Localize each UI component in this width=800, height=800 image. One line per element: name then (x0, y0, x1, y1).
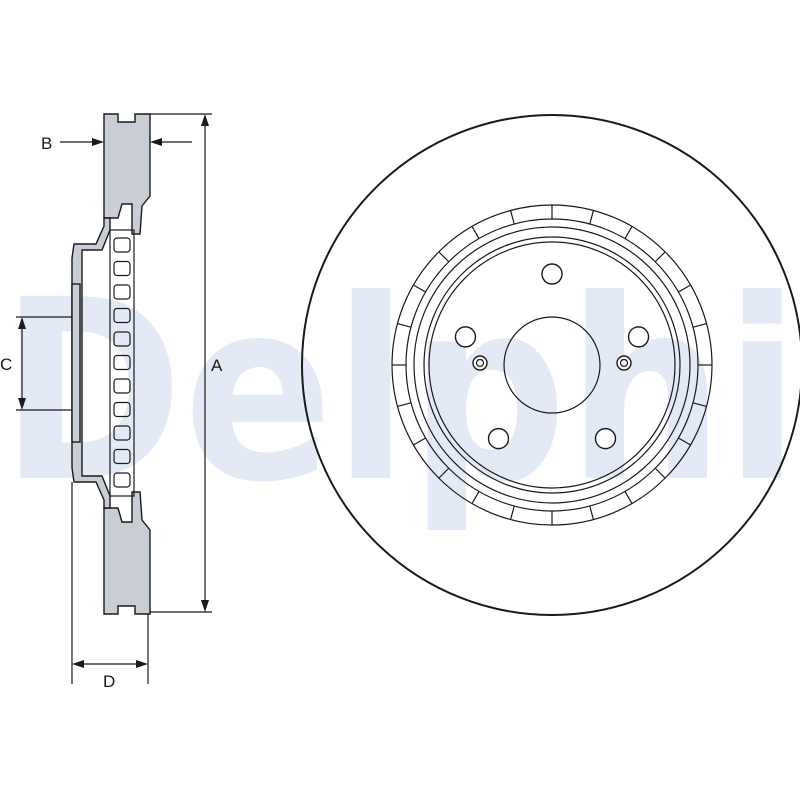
locating-holes (472, 355, 632, 371)
vent-slot (654, 467, 666, 479)
vent-slot (589, 210, 594, 225)
vent-slot (438, 467, 450, 479)
cooling-channel (113, 425, 131, 441)
vent-slot (678, 284, 691, 293)
vent-slot (624, 491, 633, 504)
hat-inner-edge (423, 236, 681, 494)
dim-c-label: C (0, 355, 12, 374)
dim-c-arrow-bottom (18, 398, 26, 410)
cooling-channel (113, 237, 131, 253)
dim-a-arrow-top (201, 114, 209, 126)
cooling-channel (113, 401, 131, 418)
dim-a-arrow-bottom (201, 600, 209, 612)
disc-outer-edge (301, 114, 800, 616)
mounting-face (71, 283, 81, 443)
vent-slot (624, 226, 633, 239)
bolt-hole (487, 427, 510, 450)
cooling-channel (113, 472, 131, 488)
dim-d-arrow-left (72, 660, 84, 668)
dim-d-label: D (103, 672, 115, 691)
dim-a-label: A (211, 356, 223, 375)
locating-hole (472, 355, 488, 371)
dim-c-arrow-top (18, 317, 26, 329)
bolt-hole (541, 263, 563, 285)
vent-slot (589, 505, 594, 520)
dim-d-arrow-right (136, 660, 148, 668)
vent-slots (392, 205, 712, 525)
vent-slot (678, 437, 691, 446)
cooling-channel (113, 331, 131, 347)
cooling-channel (113, 378, 131, 394)
section-view: A B C D (0, 113, 223, 691)
bolt-hole (627, 326, 650, 348)
vent-slot (397, 402, 412, 407)
vent-slot (413, 284, 426, 293)
vent-slot (510, 505, 515, 520)
hat-outer-edge (413, 226, 691, 504)
vent-slot (438, 251, 450, 263)
dim-b-arrow-right (150, 138, 162, 146)
vent-slot (692, 402, 707, 407)
vent-slot (692, 323, 707, 328)
watermark-logo: Delphi (0, 246, 800, 537)
vent-slot (510, 210, 515, 225)
vent-web (109, 229, 135, 497)
dim-b-arrow-left (92, 138, 104, 146)
cooling-channel (113, 307, 131, 324)
cooling-channel (113, 448, 131, 465)
bolt-hole (454, 326, 477, 348)
vent-slot (397, 323, 412, 328)
bolt-holes (454, 263, 650, 450)
upper-friction-ring (103, 113, 151, 235)
vent-slot (471, 491, 480, 504)
front-view (301, 114, 800, 616)
dim-b-label: B (41, 134, 52, 153)
cooling-channels (113, 237, 131, 488)
vent-slot (654, 251, 666, 263)
hub-section (71, 217, 111, 509)
vent-slot (413, 437, 426, 446)
center-bore (503, 316, 601, 414)
hat-step (428, 241, 676, 489)
cooling-channel (113, 260, 131, 277)
vent-slot (471, 226, 480, 239)
cooling-channel (113, 354, 131, 371)
locating-hole (616, 355, 632, 371)
lower-friction-ring (103, 491, 151, 615)
bolt-hole (594, 427, 617, 450)
cooling-channel (113, 284, 131, 300)
